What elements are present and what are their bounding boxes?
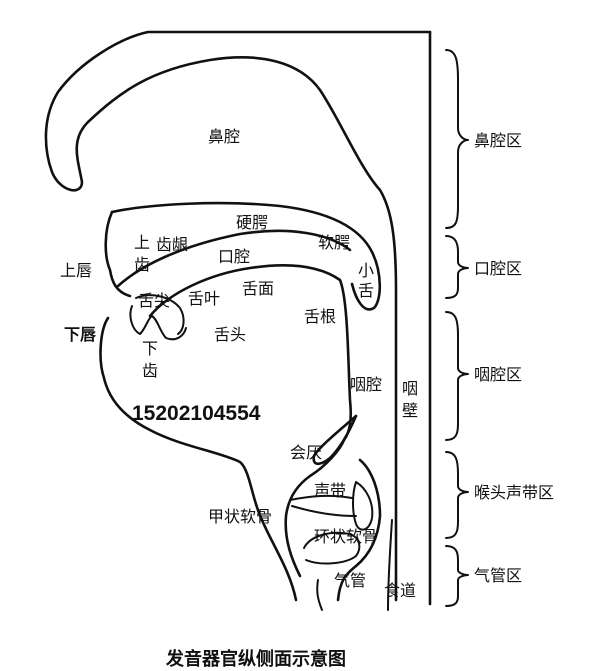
epiglottis-outline xyxy=(312,414,358,466)
label-lower-teeth-1: 下 xyxy=(142,339,158,358)
label-epiglottis: 会厌 xyxy=(290,443,322,462)
bracket-pharyngeal xyxy=(445,311,469,441)
bracket-larynx xyxy=(445,451,469,539)
vocal-cord-line-1 xyxy=(289,494,353,501)
trachea-line xyxy=(316,579,323,611)
label-tongue-tip: 舌尖 xyxy=(138,291,170,310)
label-tongue-blade: 舌叶 xyxy=(188,289,220,308)
outer-head-contour xyxy=(44,30,432,602)
label-vocal-cords: 声带 xyxy=(314,481,346,500)
bracket-oral xyxy=(445,235,469,299)
tongue-outline xyxy=(148,264,353,442)
tongue-tip-curl xyxy=(135,294,185,335)
lower-lip-jaw-outline xyxy=(99,316,298,602)
phone-number: 15202104554 xyxy=(132,402,261,425)
label-upper-teeth-1: 上 xyxy=(134,233,150,252)
label-oral-cavity: 口腔 xyxy=(218,247,250,266)
label-uvula-1: 小 xyxy=(358,261,374,280)
label-tongue-surface: 舌面 xyxy=(242,279,274,298)
region-nasal: 鼻腔区 xyxy=(474,131,522,150)
label-lower-teeth-2: 齿 xyxy=(142,361,158,380)
bracket-nasal xyxy=(445,49,469,229)
region-larynx: 喉头声带区 xyxy=(474,483,554,502)
vocal-cord-line-2 xyxy=(291,505,357,517)
arytenoid-cartilage xyxy=(352,481,374,531)
label-esophagus: 食道 xyxy=(384,581,416,600)
label-pharynx-wall-1: 咽 xyxy=(402,379,418,398)
region-pharyngeal: 咽腔区 xyxy=(474,365,522,384)
cricoid-ring xyxy=(303,531,361,565)
label-hard-palate: 硬腭 xyxy=(236,213,268,232)
label-tongue-body: 舌头 xyxy=(214,325,246,344)
label-lower-lip: 下唇 xyxy=(64,325,96,344)
figure-caption: 发音器官纵侧面示意图 xyxy=(165,648,346,670)
pharynx-front-line xyxy=(284,438,346,578)
esophagus-line xyxy=(387,519,393,611)
palate-outline xyxy=(110,201,382,311)
label-soft-palate: 软腭 xyxy=(318,233,350,252)
upper-lip-outline xyxy=(104,210,132,298)
lower-teeth-outline xyxy=(129,305,187,341)
palate-inner-line xyxy=(116,229,352,288)
label-pharynx-wall-2: 壁 xyxy=(402,401,418,420)
label-nasal-cavity: 鼻腔 xyxy=(208,127,240,146)
label-thyroid-cartilage: 甲状软骨 xyxy=(208,507,272,526)
region-trachea: 气管区 xyxy=(474,566,522,585)
label-tongue-root: 舌根 xyxy=(304,307,336,326)
label-upper-teeth-2: 齿 xyxy=(134,255,150,274)
larynx-outline xyxy=(336,458,382,602)
label-upper-lip: 上唇 xyxy=(60,261,92,280)
region-oral: 口腔区 xyxy=(474,259,522,278)
label-upper-gum: 齿龈 xyxy=(156,235,188,254)
label-uvula-2: 舌 xyxy=(358,281,374,300)
label-pharynx: 咽腔 xyxy=(350,375,382,394)
label-cricoid-cartilage: 环状软骨 xyxy=(314,527,378,546)
bracket-trachea xyxy=(445,545,469,607)
label-trachea: 气管 xyxy=(334,571,366,590)
